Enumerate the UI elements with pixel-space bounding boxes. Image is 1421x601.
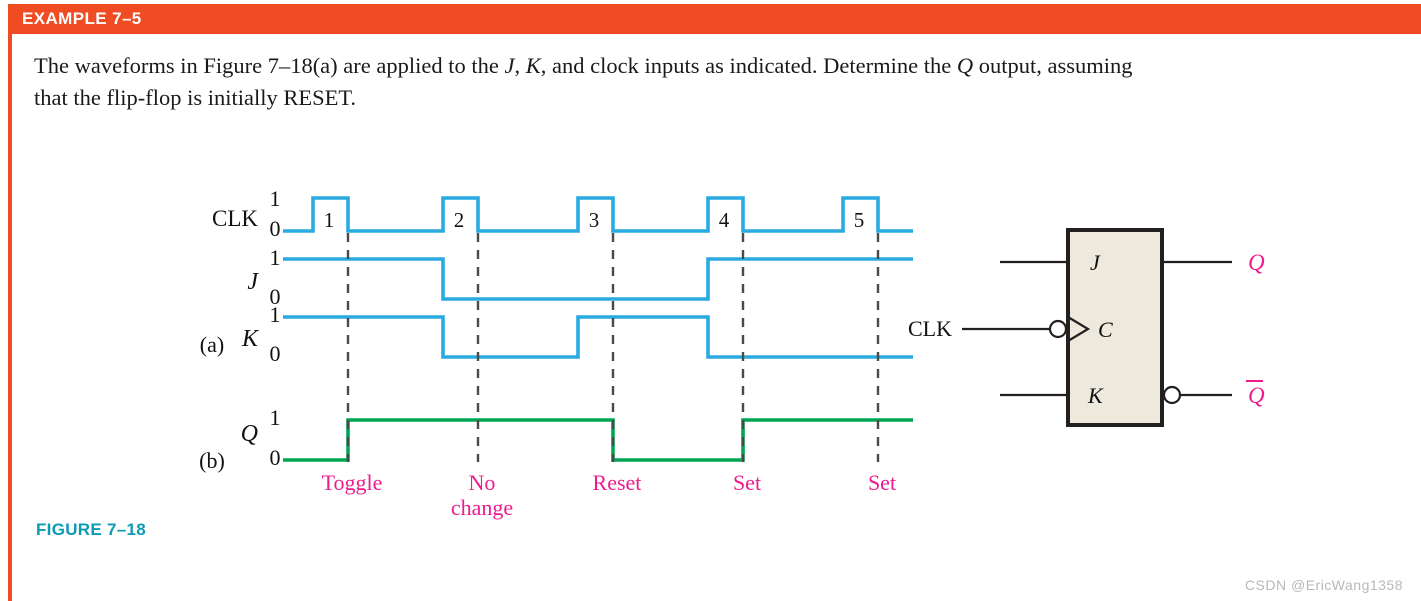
left-accent-rule bbox=[8, 34, 12, 601]
problem-text-d: output, assuming bbox=[973, 53, 1133, 78]
problem-text-c: , and clock inputs as indicated. Determi… bbox=[540, 53, 957, 78]
clk-pulse-number-4: 4 bbox=[719, 208, 730, 232]
problem-text-a: The waveforms in Figure 7–18(a) are appl… bbox=[34, 53, 505, 78]
flipflop-dynamic-input-triangle-icon bbox=[1067, 316, 1091, 342]
level-high-clk: 1 bbox=[270, 186, 281, 211]
level-high-j: 1 bbox=[270, 245, 281, 270]
problem-var-q: Q bbox=[956, 53, 974, 78]
flipflop-c-label: C bbox=[1098, 317, 1113, 342]
annotation-set-1: Set bbox=[733, 470, 761, 495]
timing-label-q: Q bbox=[241, 421, 258, 447]
flipflop-j-label: J bbox=[1090, 250, 1101, 275]
annotation-toggle: Toggle bbox=[322, 470, 383, 495]
clk-pulse-number-5: 5 bbox=[854, 208, 865, 232]
waveform-q bbox=[283, 418, 913, 462]
example-label: EXAMPLE 7–5 bbox=[22, 9, 142, 28]
level-low-j: 0 bbox=[270, 284, 281, 309]
level-low-clk: 0 bbox=[270, 216, 281, 241]
figure-part-a-label: (a) bbox=[200, 332, 224, 357]
figure-part-b-label: (b) bbox=[199, 448, 225, 473]
level-high-q: 1 bbox=[270, 405, 281, 430]
flipflop-k-label: K bbox=[1087, 383, 1104, 408]
clk-pulse-number-1: 1 bbox=[324, 208, 335, 232]
problem-text-b: , bbox=[514, 53, 526, 78]
level-low-q: 0 bbox=[270, 445, 281, 470]
flipflop-qbar-output-label: Q bbox=[1248, 383, 1265, 408]
figure-7-18: CLK J K Q (a) (b) 1 0 1 0 1 0 1 0 1 2 3 bbox=[0, 150, 1421, 520]
timing-label-clk: CLK bbox=[212, 206, 258, 231]
waveform-clk bbox=[283, 196, 913, 233]
figure-caption: FIGURE 7–18 bbox=[36, 520, 147, 539]
flipflop-clk-inversion-bubble bbox=[1048, 319, 1068, 339]
annotation-no-change-line2: change bbox=[451, 495, 513, 520]
watermark: CSDN @EricWang1358 bbox=[1244, 577, 1403, 593]
example-header-bar bbox=[8, 4, 1421, 34]
problem-var-k: K bbox=[525, 53, 541, 78]
annotation-set-2: Set bbox=[868, 470, 896, 495]
problem-statement: The waveforms in Figure 7–18(a) are appl… bbox=[34, 50, 1394, 114]
flipflop-q-output-label: Q bbox=[1248, 250, 1265, 275]
timing-label-k: K bbox=[241, 326, 260, 352]
level-high-k: 1 bbox=[270, 302, 281, 327]
problem-text-line2: that the flip-flop is initially RESET. bbox=[34, 85, 357, 110]
annotation-reset: Reset bbox=[593, 470, 642, 495]
level-low-k: 0 bbox=[270, 341, 281, 366]
flipflop-qbar-inversion-bubble bbox=[1162, 385, 1182, 405]
clk-pulse-number-2: 2 bbox=[454, 208, 465, 232]
annotation-no-change-line1: No bbox=[469, 470, 496, 495]
flipflop-body bbox=[1066, 228, 1164, 427]
waveform-j bbox=[283, 257, 913, 301]
flipflop-clk-label: CLK bbox=[908, 316, 952, 341]
waveform-k bbox=[283, 315, 913, 359]
clk-pulse-number-3: 3 bbox=[589, 208, 600, 232]
problem-var-j: J bbox=[504, 53, 515, 78]
timing-label-j: J bbox=[247, 269, 259, 295]
